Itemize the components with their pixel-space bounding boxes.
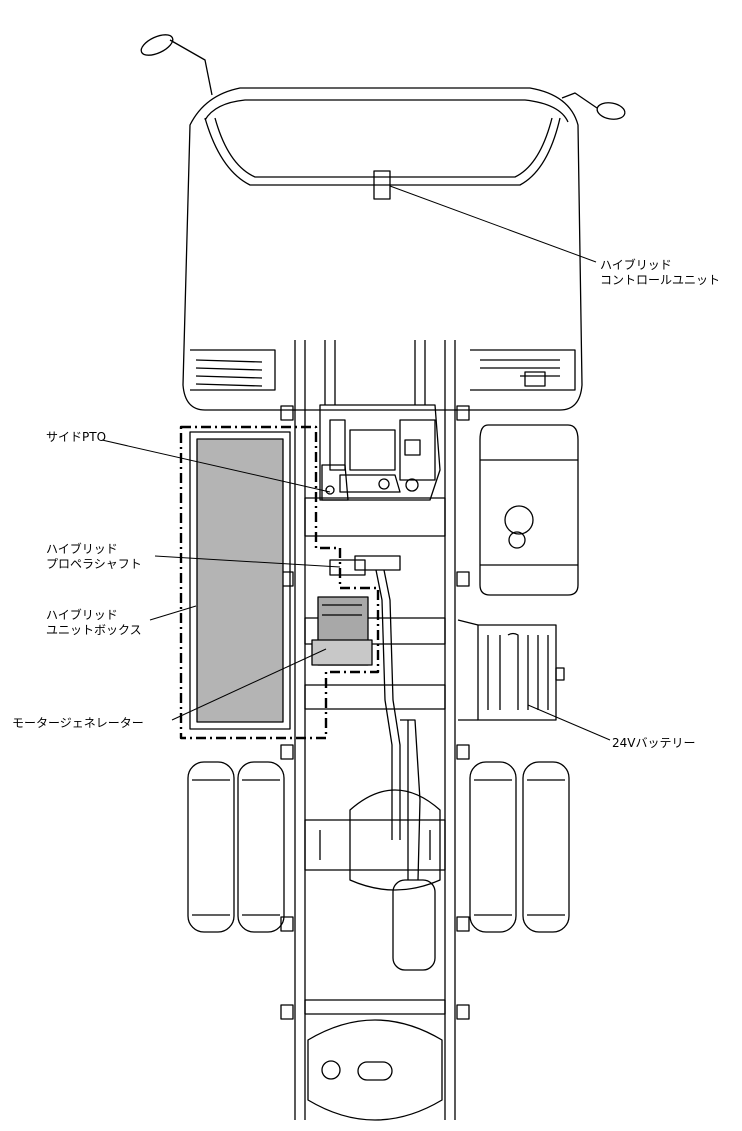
cab — [182, 87, 583, 411]
hybrid-system-outline — [179, 425, 380, 740]
motor-generator — [311, 596, 373, 666]
rear-axle — [304, 789, 446, 891]
rear-wheel-right-outer — [522, 761, 570, 933]
side-pto-unit — [321, 464, 401, 501]
rear-wheel-left-inner — [237, 761, 285, 933]
muffler — [392, 719, 436, 971]
label-hybrid-propeller-shaft: ハイブリッド プロペラシャフト — [46, 542, 142, 571]
leader-lines — [101, 185, 611, 741]
frame-rails — [280, 340, 470, 1120]
battery-24v — [457, 619, 565, 721]
hybrid-control-unit-box — [373, 170, 391, 200]
label-battery-24v: 24Vバッテリー — [612, 736, 696, 750]
fuel-tank — [479, 424, 579, 596]
label-hybrid-unit-box: ハイブリッド ユニットボックス — [46, 608, 142, 637]
hybrid-unit-box — [189, 431, 291, 730]
label-hybrid-control-unit: ハイブリッド コントロールユニット — [600, 258, 721, 287]
rear-wheel-right-inner — [469, 761, 517, 933]
propeller-shaft — [329, 555, 401, 840]
rear-wheel-left-outer — [187, 761, 235, 933]
label-side-pto: サイドPTO — [46, 430, 107, 444]
left-mirror — [140, 34, 213, 96]
right-mirror — [561, 92, 626, 120]
spare-tire — [307, 1019, 443, 1121]
label-motor-generator: モータージェネレーター — [12, 716, 144, 730]
